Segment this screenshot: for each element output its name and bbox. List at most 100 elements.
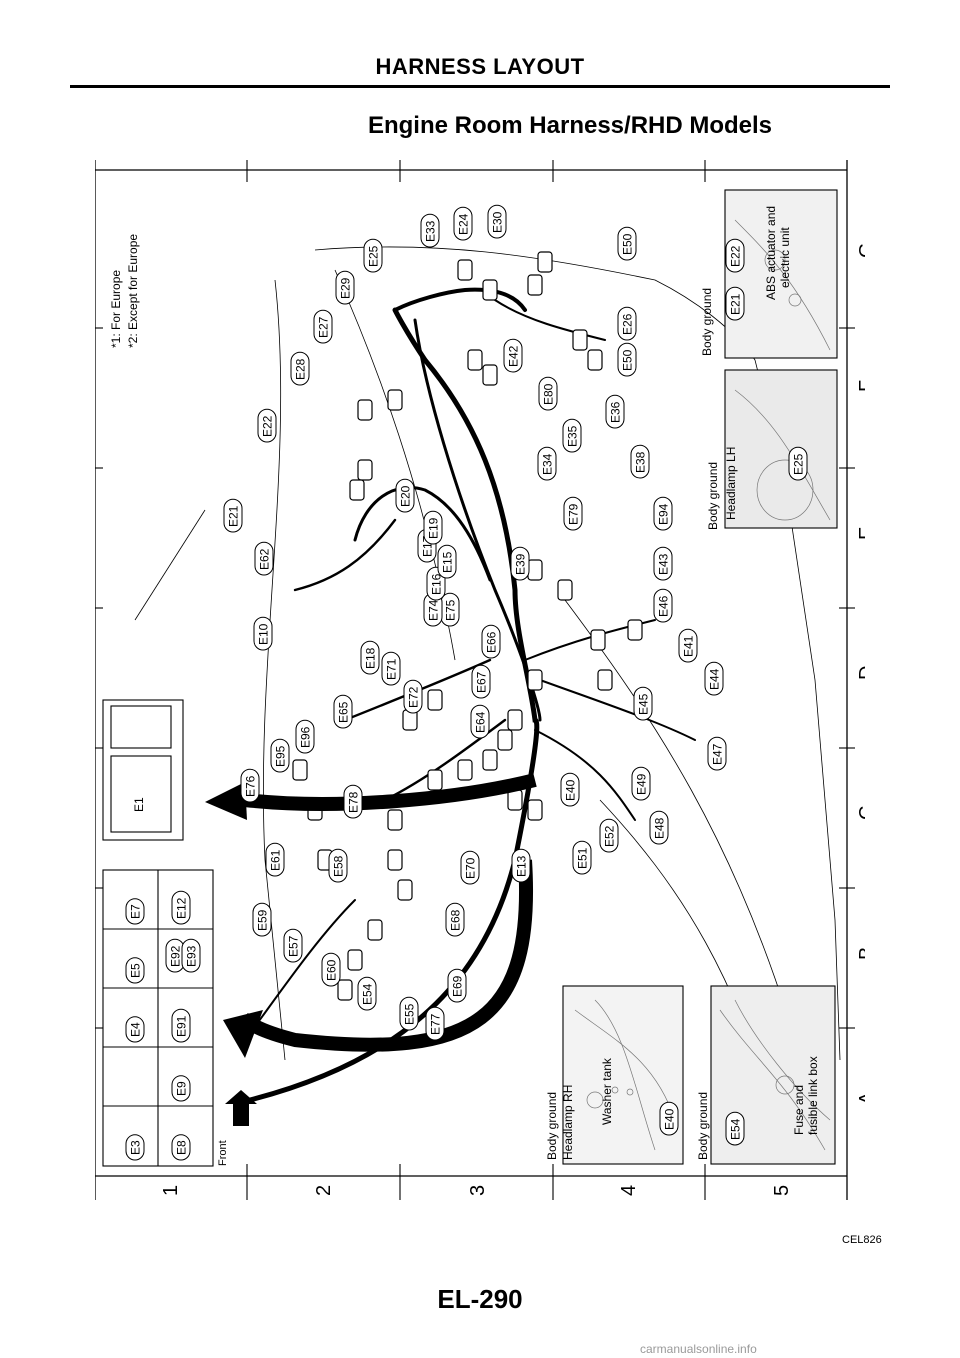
page-number: EL-290 [437, 1284, 523, 1314]
connector-id: E50 [621, 349, 635, 371]
connector-id: E68 [449, 909, 463, 931]
connector-label: E7 [125, 898, 145, 925]
inset-label: electric unit [778, 227, 792, 288]
connector-label: E21 [223, 498, 243, 533]
connector-label: E77 [425, 1006, 445, 1041]
connector-plug [587, 349, 603, 371]
watermark: carmanualsonline.info [640, 1342, 757, 1356]
connector-label: E78 [343, 784, 363, 819]
connector-id: E33 [424, 220, 438, 242]
grid-row-label-bottom: 3 [467, 1185, 489, 1196]
inset-caption: Body ground [545, 1092, 559, 1160]
grid-col-label-right: D [856, 666, 865, 680]
connector-label: E19 [423, 510, 443, 545]
pointer-arrow [238, 859, 533, 1052]
connector-id: E41 [682, 635, 696, 657]
inset-label: Washer tank [600, 1057, 614, 1125]
connector-plug [590, 629, 606, 651]
connector-label: E15 [437, 544, 457, 579]
connector-plug [482, 364, 498, 386]
connector-id: E48 [653, 817, 667, 839]
connector-id: E67 [475, 671, 489, 693]
connector-id: E79 [567, 503, 581, 525]
grid-col-label-right: C [856, 806, 865, 820]
connector-plug [347, 949, 363, 971]
pointer-arrow-head [205, 782, 247, 820]
connector-id: E71 [385, 658, 399, 680]
connector-id: E78 [347, 791, 361, 813]
connector-label: E52 [599, 818, 619, 853]
notes-group: *1: For Europe *2: Except for Europe [109, 234, 140, 348]
inset-label: Headlamp RH [561, 1085, 575, 1160]
connector-label: E60 [321, 952, 341, 987]
pointer-arrows [205, 773, 537, 1058]
connector-id: E64 [474, 711, 488, 733]
connector-id: E75 [444, 599, 458, 621]
connector-plug [457, 259, 473, 281]
connector-id: E5 [129, 963, 143, 978]
connector-id: E40 [663, 1108, 677, 1130]
connector-label: E4 [125, 1016, 145, 1043]
connector-label: E57 [283, 928, 303, 963]
connector-id: E54 [361, 983, 375, 1005]
connector-label: E69 [447, 968, 467, 1003]
connector-plug [497, 729, 513, 751]
connector-plug [482, 749, 498, 771]
connector-plug [507, 709, 523, 731]
connector-id: E21 [227, 505, 241, 527]
connector-id: E27 [317, 316, 331, 338]
connector-plug [537, 251, 553, 273]
grid-row-label-bottom: 5 [771, 1185, 793, 1196]
connector-label: E72 [403, 679, 423, 714]
connector-plug [527, 559, 543, 581]
grid-labels: 1122334455GGFFEEDDCCBBAA [95, 242, 865, 1196]
connector-label: E45 [633, 686, 653, 721]
connector-id: E45 [637, 693, 651, 715]
connector-label: E28 [290, 351, 310, 386]
connector-id: E19 [427, 517, 441, 539]
connector-label: E91 [171, 1008, 191, 1043]
connector-plug [427, 769, 443, 791]
connector-id: E29 [339, 277, 353, 299]
connector-label: E51 [572, 840, 592, 875]
connector-plug [349, 479, 365, 501]
connector-label: E58 [328, 848, 348, 883]
connector-id: E36 [609, 401, 623, 423]
connector-label: E8 [171, 1134, 191, 1161]
connector-label: E79 [563, 496, 583, 531]
connector-id: E51 [576, 847, 590, 869]
connector-id: E50 [621, 233, 635, 255]
connector-label: E67 [471, 664, 491, 699]
grid-col-label-right: F [856, 380, 865, 392]
connector-label: E3 [125, 1134, 145, 1161]
connector-id: E3 [129, 1140, 143, 1155]
connector-id: E16 [430, 573, 444, 595]
connector-label: E49 [631, 766, 651, 801]
connector-label: E26 [617, 306, 637, 341]
grid-row-label-bottom: 2 [313, 1185, 335, 1196]
connector-label: E46 [653, 588, 673, 623]
connector-id: E25 [367, 245, 381, 267]
connector-label: E10 [253, 616, 273, 651]
figure-code: CEL826 [842, 1234, 882, 1246]
connector-label: E66 [481, 624, 501, 659]
connector-plug [572, 329, 588, 351]
connector-label: E36 [605, 394, 625, 429]
connector-id: E18 [364, 647, 378, 669]
connector-plug [387, 849, 403, 871]
connector-label: E65 [333, 694, 353, 729]
fuse-block-table [102, 699, 214, 1167]
connector-label: E12 [171, 890, 191, 925]
connector-label: E43 [653, 546, 673, 581]
connector-label: E62 [254, 541, 274, 576]
connector-label: E48 [649, 810, 669, 845]
connector-label: E30 [487, 204, 507, 239]
connector-label: E22 [257, 408, 277, 443]
connector-id: E66 [485, 631, 499, 653]
grid-row-label-bottom: 4 [618, 1185, 640, 1196]
inset-label: Fuse and [792, 1085, 806, 1135]
connector-id: E74 [427, 599, 441, 621]
connector-id: E28 [294, 358, 308, 380]
connector-id: E20 [399, 485, 413, 507]
